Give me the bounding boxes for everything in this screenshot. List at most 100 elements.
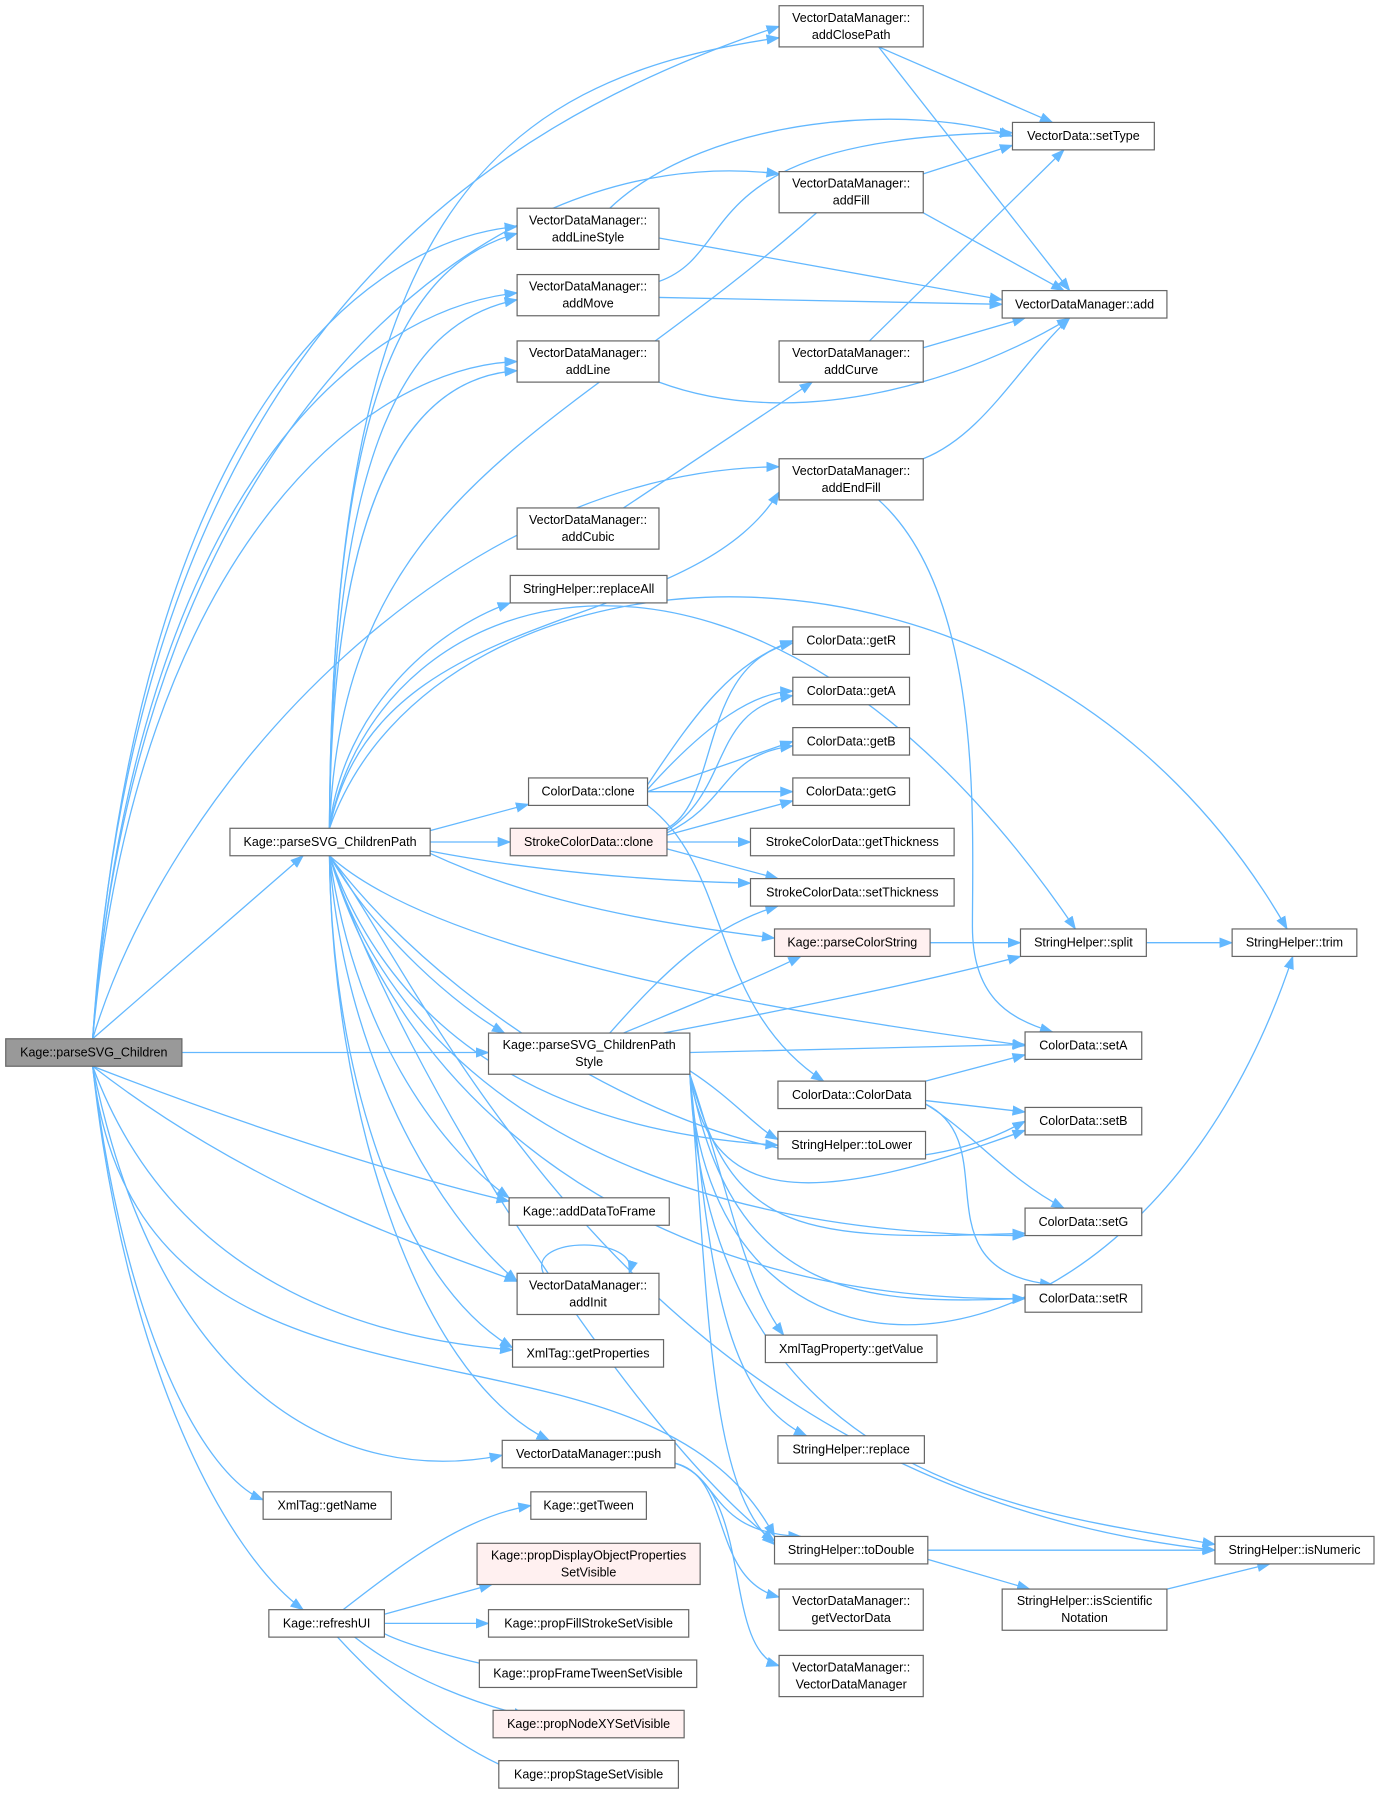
node-parsePath[interactable]: Kage::parseSVG_ChildrenPath — [229, 827, 431, 857]
edge-addLineStyle-to-vdmAdd — [659, 238, 1004, 303]
node-label: Kage::propDisplayObjectProperties — [491, 1548, 686, 1562]
node-label: Kage::parseSVG_ChildrenPath — [503, 1038, 676, 1052]
node-addLineStyle[interactable]: VectorDataManager::addLineStyle — [516, 207, 660, 251]
node-label: ColorData::setB — [1039, 1114, 1127, 1128]
edge-addLine-to-vdmAdd — [659, 318, 1071, 403]
node-vdmCtor[interactable]: VectorDataManager::VectorDataManager — [778, 1654, 924, 1698]
node-label: XmlTag::getProperties — [527, 1346, 650, 1360]
node-root[interactable]: Kage::parseSVG_Children — [5, 1038, 183, 1067]
edge-parsePathStyle-to-setThickness — [610, 904, 780, 1033]
node-replaceAll[interactable]: StringHelper::replaceAll — [509, 574, 668, 604]
node-label: Kage::propFrameTweenSetVisible — [493, 1667, 683, 1681]
node-trim[interactable]: StringHelper::trim — [1231, 928, 1358, 958]
node-box — [773, 1535, 929, 1565]
node-label: Kage::parseSVG_Children — [20, 1046, 167, 1060]
node-label: ColorData::getR — [806, 634, 896, 648]
node-vdmAdd[interactable]: VectorDataManager::add — [1001, 289, 1168, 319]
edge-root-to-push — [93, 1066, 504, 1463]
node-label: addCurve — [824, 363, 878, 377]
node-propStage[interactable]: Kage::propStageSetVisible — [498, 1760, 680, 1789]
edge-parsePathStyle-to-getValue — [690, 1074, 785, 1337]
node-addEndFill[interactable]: VectorDataManager::addEndFill — [778, 458, 924, 501]
edge-parsePathStyle-to-setA — [690, 1039, 1027, 1053]
node-label: StringHelper::replaceAll — [523, 582, 654, 596]
node-box — [516, 1272, 660, 1316]
node-addFill[interactable]: VectorDataManager::addFill — [778, 171, 924, 214]
edge-root-to-getProperties — [93, 1066, 514, 1355]
node-getG[interactable]: ColorData::getG — [792, 777, 911, 807]
node-box — [778, 1654, 924, 1698]
node-split[interactable]: StringHelper::split — [1019, 928, 1147, 958]
node-box — [478, 1659, 698, 1689]
node-getB[interactable]: ColorData::getB — [792, 727, 911, 756]
node-propFrameTween[interactable]: Kage::propFrameTweenSetVisible — [478, 1659, 698, 1689]
node-isNumeric[interactable]: StringHelper::isNumeric — [1214, 1535, 1375, 1565]
node-addDataToFrame[interactable]: Kage::addDataToFrame — [508, 1197, 670, 1226]
node-box — [5, 1038, 183, 1067]
node-colorDataCtor[interactable]: ColorData::ColorData — [777, 1080, 927, 1110]
edge-root-to-addDataToFrame — [93, 1066, 511, 1204]
node-label: StringHelper::replace — [792, 1442, 909, 1456]
node-addInit[interactable]: VectorDataManager::addInit — [516, 1272, 660, 1316]
node-getValue[interactable]: XmlTagProperty::getValue — [764, 1334, 938, 1364]
node-addCubic[interactable]: VectorDataManager::addCubic — [516, 507, 660, 550]
node-label: getVectorData — [812, 1611, 891, 1625]
edge-colorDataCtor-to-setA — [926, 1053, 1027, 1081]
node-getTween[interactable]: Kage::getTween — [530, 1491, 647, 1520]
node-setB[interactable]: ColorData::setB — [1024, 1106, 1143, 1136]
node-label: Notation — [1061, 1611, 1108, 1625]
node-propFillStroke[interactable]: Kage::propFillStrokeSetVisible — [487, 1609, 690, 1638]
node-propNodeXY[interactable]: Kage::propNodeXYSetVisible — [492, 1709, 685, 1739]
edge-refreshUI-to-propDisplay — [384, 1582, 494, 1614]
node-box — [1011, 121, 1155, 151]
node-label: VectorDataManager:: — [792, 1594, 910, 1608]
edge-parsePathStyle-to-setB — [690, 1074, 1027, 1183]
edge-root-to-addLine — [93, 356, 519, 1039]
node-push[interactable]: VectorDataManager::push — [501, 1439, 676, 1469]
node-addClosePath[interactable]: VectorDataManager::addClosePath — [778, 5, 924, 48]
node-getProperties[interactable]: XmlTag::getProperties — [511, 1339, 665, 1368]
node-setR[interactable]: ColorData::setR — [1024, 1284, 1143, 1313]
node-label: VectorDataManager:: — [529, 346, 647, 360]
edge-cdClone-to-getB — [648, 740, 794, 791]
node-getR[interactable]: ColorData::getR — [792, 626, 911, 655]
edge-parsePathStyle-to-parseColorString — [624, 956, 802, 1033]
node-label: ColorData::clone — [541, 785, 634, 799]
node-getThickness[interactable]: StrokeColorData::getThickness — [749, 827, 955, 857]
node-addMove[interactable]: VectorDataManager::addMove — [516, 273, 660, 317]
node-setA[interactable]: ColorData::setA — [1024, 1031, 1143, 1060]
node-scdClone[interactable]: StrokeColorData::clone — [509, 827, 668, 857]
edge-parsePathStyle-to-setR — [690, 1074, 1027, 1305]
edge-parsePathStyle-to-toLower — [690, 1071, 779, 1140]
edge-addMove-to-setType — [659, 127, 1014, 282]
node-getName[interactable]: XmlTag::getName — [262, 1491, 392, 1520]
node-toLower[interactable]: StringHelper::toLower — [777, 1130, 927, 1160]
edge-refreshUI-to-propStage — [337, 1637, 522, 1773]
node-getVectorData[interactable]: VectorDataManager::getVectorData — [778, 1588, 924, 1631]
edge-parsePath-to-addMove — [329, 297, 519, 829]
node-box — [1024, 1207, 1143, 1237]
node-addCurve[interactable]: VectorDataManager::addCurve — [778, 340, 924, 383]
node-setThickness[interactable]: StrokeColorData::setThickness — [749, 878, 955, 907]
node-label: XmlTag::getName — [278, 1499, 377, 1513]
node-refreshUI[interactable]: Kage::refreshUI — [268, 1609, 385, 1638]
node-cdClone[interactable]: ColorData::clone — [527, 777, 649, 807]
node-box — [749, 827, 955, 857]
node-replace[interactable]: StringHelper::replace — [777, 1435, 925, 1464]
edge-parsePath-to-split — [329, 606, 1077, 930]
node-setType[interactable]: VectorData::setType — [1011, 121, 1155, 151]
node-parseColorString[interactable]: Kage::parseColorString — [773, 928, 931, 958]
edge-parsePath-to-isNumeric — [329, 856, 1217, 1554]
node-box — [1024, 1106, 1143, 1136]
node-label: VectorDataManager:: — [529, 1278, 647, 1292]
edge-parsePath-to-addDataToFrame — [329, 856, 511, 1199]
node-toDouble[interactable]: StringHelper::toDouble — [773, 1535, 929, 1565]
node-addLine[interactable]: VectorDataManager::addLine — [516, 340, 660, 383]
node-setG[interactable]: ColorData::setG — [1024, 1207, 1143, 1237]
edge-parsePath-to-setG — [329, 856, 1027, 1241]
node-getA[interactable]: ColorData::getA — [792, 676, 911, 706]
node-propDisplay[interactable]: Kage::propDisplayObjectPropertiesSetVisi… — [476, 1542, 701, 1586]
